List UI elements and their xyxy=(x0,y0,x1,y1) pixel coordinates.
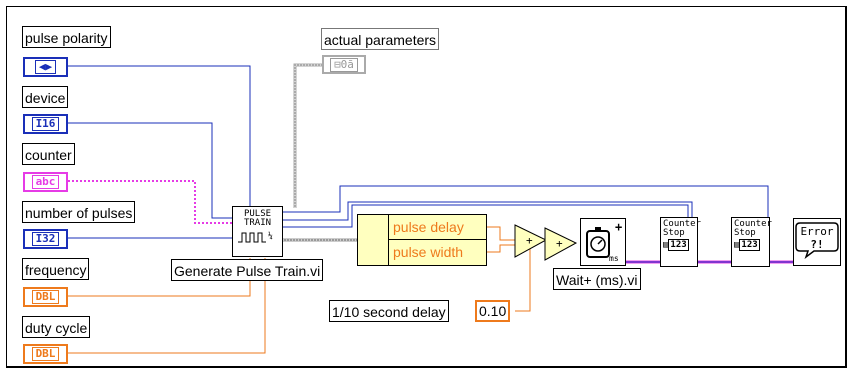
pulse-waveform-icon: ¼ xyxy=(237,231,273,243)
svg-text:ms: ms xyxy=(609,254,619,263)
counter-stop-1-line2: Stop xyxy=(663,228,685,238)
counter-stop-icon-2[interactable]: Counter Stop ▤123 xyxy=(731,217,772,267)
unbundle-field-pulse-width[interactable]: pulse width xyxy=(388,240,487,265)
label-frequency: frequency xyxy=(22,258,90,280)
ring-terminal-pulse-polarity[interactable]: ◀▶ xyxy=(23,57,68,77)
wire-duty-cycle[interactable] xyxy=(68,258,266,354)
label-counter: counter xyxy=(22,143,75,165)
diagram-frame xyxy=(6,6,847,368)
counter-stop-2-glyph: ▤123 xyxy=(734,239,760,251)
wire-pulse-width[interactable] xyxy=(487,244,515,253)
counter-stop-1-line1: Counter xyxy=(663,219,701,229)
wire-device[interactable] xyxy=(68,122,232,219)
speech-bubble-icon xyxy=(795,222,839,259)
dbl-terminal-duty-cycle[interactable]: DBL xyxy=(23,344,68,364)
wire-pulse-delay[interactable] xyxy=(487,226,515,241)
simple-error-handler-icon[interactable]: Error ?! xyxy=(793,218,841,266)
wire-actual-parameters[interactable] xyxy=(293,63,322,208)
i32-terminal-number-of-pulses[interactable]: I32 xyxy=(23,229,68,249)
stopwatch-icon: + ms xyxy=(586,220,622,263)
string-terminal-counter[interactable]: abc xyxy=(23,172,68,192)
error-icon-line2: ?! xyxy=(810,238,824,251)
unbundle-by-name-node[interactable]: pulse delay pulse width xyxy=(357,214,487,266)
svg-text:+: + xyxy=(556,237,563,250)
wire-task-low[interactable] xyxy=(283,204,697,240)
wire-counter[interactable] xyxy=(68,180,232,224)
svg-text:¼: ¼ xyxy=(268,231,273,240)
counter-stop-icon-1[interactable]: Counter Stop ▤123 xyxy=(660,217,701,267)
svg-text:+: + xyxy=(615,220,622,234)
label-duty-cycle: duty cycle xyxy=(22,316,91,338)
label-delay-constant: 1/10 second delay xyxy=(329,300,449,322)
add-node-1[interactable]: + xyxy=(514,224,548,258)
label-device: device xyxy=(22,86,69,108)
i16-terminal-device[interactable]: I16 xyxy=(23,114,68,134)
generate-icon-line2: TRAIN xyxy=(243,218,272,228)
label-pulse-polarity: pulse polarity xyxy=(22,26,111,48)
wire-task-top[interactable] xyxy=(283,185,769,218)
counter-stop-1-glyph: ▤123 xyxy=(663,239,689,251)
unbundle-field-pulse-delay[interactable]: pulse delay xyxy=(388,215,487,240)
cluster-indicator-actual-parameters[interactable]: ⊟0ā xyxy=(322,55,366,74)
generate-pulse-train-icon[interactable]: PULSE TRAIN ¼ xyxy=(232,206,283,257)
label-wait-ms: Wait+ (ms).vi xyxy=(553,268,641,290)
error-icon-line1: Error xyxy=(800,225,834,238)
label-generate-pulse-train: Generate Pulse Train.vi xyxy=(171,259,324,281)
counter-stop-2-line2: Stop xyxy=(734,228,756,238)
wire-task-mid[interactable] xyxy=(283,201,693,221)
svg-text:+: + xyxy=(526,234,533,247)
wait-ms-icon[interactable]: + ms xyxy=(580,218,626,266)
numeric-constant-delay[interactable]: 0.10 xyxy=(475,300,511,322)
unbundle-input xyxy=(358,215,388,265)
label-actual-parameters: actual parameters xyxy=(321,28,440,50)
wire-pulse-polarity[interactable] xyxy=(68,65,251,208)
label-number-of-pulses: number of pulses xyxy=(22,201,136,223)
generate-icon-line1: PULSE xyxy=(243,209,272,219)
dbl-terminal-frequency[interactable]: DBL xyxy=(23,287,68,307)
add-node-2[interactable]: + xyxy=(544,227,578,261)
counter-stop-2-line1: Counter xyxy=(734,219,772,229)
